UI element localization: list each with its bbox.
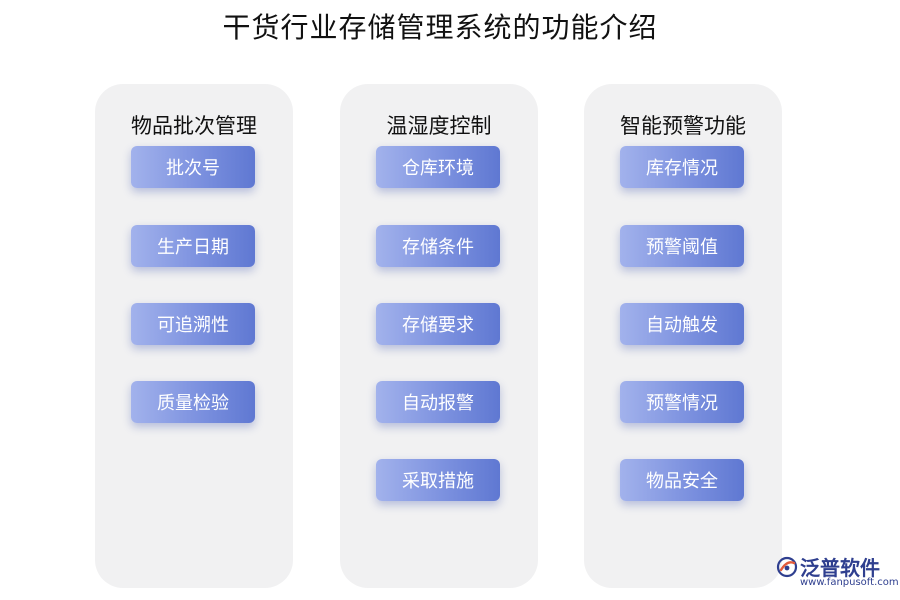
panel-temperature-humidity-control: 温湿度控制 仓库环境 存储条件 存储要求 自动报警 采取措施 [340,84,538,588]
page-title: 干货行业存储管理系统的功能介绍 [222,11,658,44]
feature-box: 存储要求 [376,303,500,345]
feature-box: 物品安全 [620,459,744,501]
panel-batch-management: 物品批次管理 批次号 生产日期 可追溯性 质量检验 [95,84,293,588]
feature-box: 生产日期 [131,225,255,267]
feature-box: 批次号 [131,146,255,188]
logo-name: 泛普软件 [800,556,880,580]
feature-box: 采取措施 [376,459,500,501]
feature-box: 仓库环境 [376,146,500,188]
feature-box: 预警情况 [620,381,744,423]
brand-logo: 泛普软件 www.fanpusoft.com [776,552,899,592]
logo-url: www.fanpusoft.com [800,577,899,588]
panel-heading: 物品批次管理 [131,114,257,138]
panel-heading: 智能预警功能 [620,114,746,138]
feature-box: 预警阈值 [620,225,744,267]
feature-box: 自动触发 [620,303,744,345]
panel-smart-alert: 智能预警功能 库存情况 预警阈值 自动触发 预警情况 物品安全 [584,84,782,588]
feature-box: 存储条件 [376,225,500,267]
feature-box: 自动报警 [376,381,500,423]
feature-box: 质量检验 [131,381,255,423]
panel-heading: 温湿度控制 [386,114,492,138]
feature-box: 可追溯性 [131,303,255,345]
fanpu-logo-icon [776,556,798,578]
feature-box: 库存情况 [620,146,744,188]
